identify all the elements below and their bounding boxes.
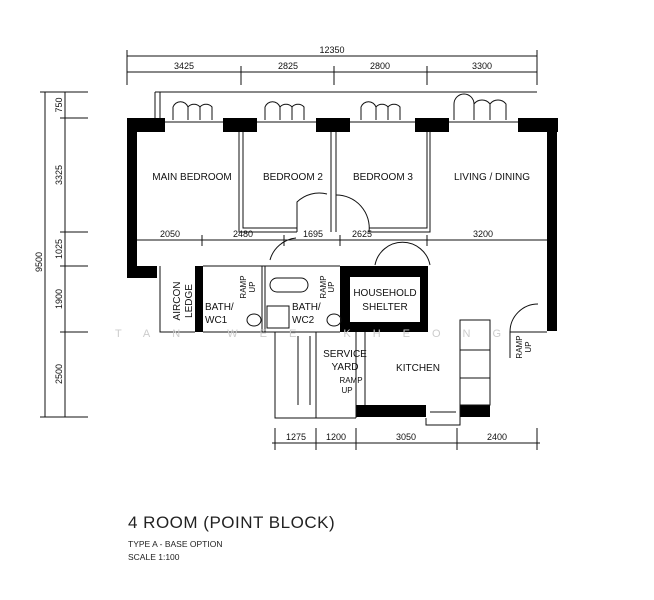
room-bath-wc1: BATH/ xyxy=(205,302,234,313)
facade xyxy=(154,91,537,123)
room-household-shelter: SHELTER xyxy=(362,302,407,313)
left-dimensions: 750 3325 1025 1900 2500 9500 xyxy=(34,91,88,418)
dim-internal: 2480 xyxy=(233,229,253,239)
dim-left: 2500 xyxy=(54,364,64,384)
room-main-bedroom: MAIN BEDROOM xyxy=(152,172,231,183)
ramp-label: UP xyxy=(327,281,336,292)
plan-scale: SCALE 1:100 xyxy=(128,552,180,562)
ramp-label: RAMP xyxy=(515,335,524,358)
dim-internal: 1695 xyxy=(303,229,323,239)
walls xyxy=(127,118,558,426)
ramp-label: UP xyxy=(248,281,257,292)
room-bath-wc1: WC1 xyxy=(205,315,228,326)
room-bedroom-3: BEDROOM 3 xyxy=(353,172,413,183)
room-living-dining: LIVING / DINING xyxy=(454,172,530,183)
room-bath-wc2: BATH/ xyxy=(292,302,321,313)
ramp-label: UP xyxy=(341,386,352,395)
dim-internal: 2050 xyxy=(160,229,180,239)
room-aircon-ledge: LEDGE xyxy=(184,284,195,318)
watermark: TAN WEE KHEONG xyxy=(115,328,523,340)
dim-top: 3425 xyxy=(174,61,194,71)
dim-bottom: 2400 xyxy=(487,432,507,442)
room-service-yard: SERVICE xyxy=(323,349,367,360)
dim-internal: 2625 xyxy=(352,229,372,239)
room-kitchen: KITCHEN xyxy=(396,363,440,374)
room-labels: MAIN BEDROOM BEDROOM 2 BEDROOM 3 LIVING … xyxy=(152,172,533,395)
dim-internal: 3200 xyxy=(473,229,493,239)
room-aircon-ledge: AIRCON xyxy=(172,282,183,321)
dim-left-overall: 9500 xyxy=(34,252,44,272)
room-bedroom-2: BEDROOM 2 xyxy=(263,172,323,183)
plan-subtitle: TYPE A - BASE OPTION xyxy=(128,539,223,549)
room-household-shelter: HOUSEHOLD xyxy=(353,288,416,299)
ramp-label: UP xyxy=(524,341,533,352)
dim-left: 1900 xyxy=(54,289,64,309)
room-service-yard: YARD xyxy=(331,362,358,373)
dim-left: 750 xyxy=(54,97,64,112)
dim-top-overall: 12350 xyxy=(319,45,344,55)
ramp-label: RAMP xyxy=(339,376,362,385)
dim-top: 2800 xyxy=(370,61,390,71)
dim-top: 2825 xyxy=(278,61,298,71)
dim-top: 3300 xyxy=(472,61,492,71)
dim-bottom: 1200 xyxy=(326,432,346,442)
room-bath-wc2: WC2 xyxy=(292,315,315,326)
internal-dimensions: 2050 2480 1695 2625 3200 xyxy=(137,229,547,246)
ramp-label: RAMP xyxy=(319,275,328,298)
dim-bottom: 1275 xyxy=(286,432,306,442)
bottom-dimensions: 1275 1200 3050 2400 xyxy=(272,428,540,450)
plan-title: 4 ROOM (POINT BLOCK) xyxy=(128,513,336,532)
ramp-label: RAMP xyxy=(239,275,248,298)
top-dimensions: 12350 3425 2825 2800 3300 xyxy=(126,45,538,85)
dim-left: 3325 xyxy=(54,165,64,185)
dim-bottom: 3050 xyxy=(396,432,416,442)
dim-left: 1025 xyxy=(54,239,64,259)
